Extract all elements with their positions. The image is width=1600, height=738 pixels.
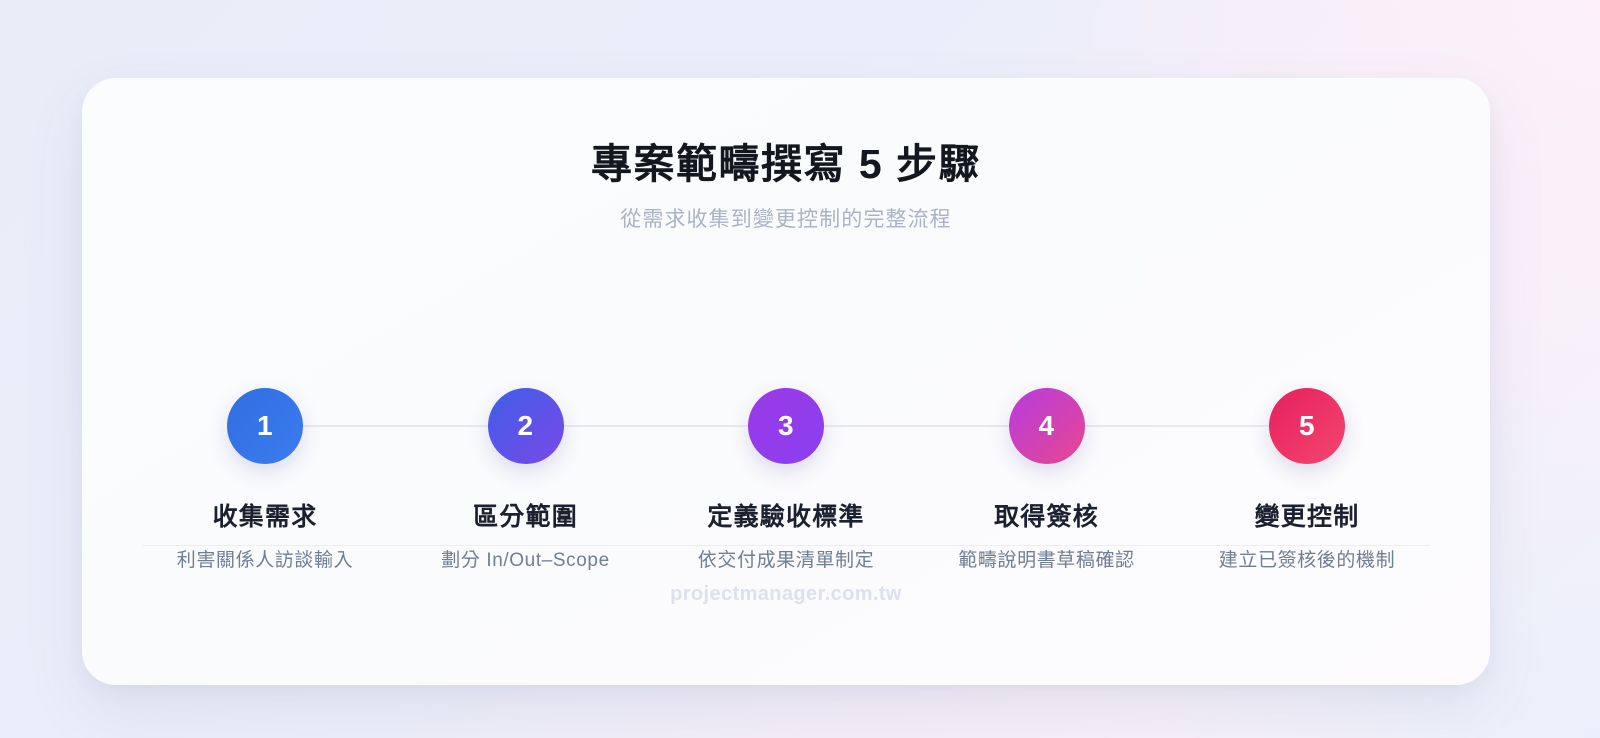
step-number-badge-2: 2 — [487, 388, 564, 464]
step-item-5[interactable]: 5 變更控制 建立已簽核後的機制 — [1184, 388, 1430, 573]
step-description-5: 建立已簽核後的機制 — [1218, 550, 1396, 571]
card-header: 專案範疇撰寫 5 步驟 從需求收集到變更控制的完整流程 — [82, 140, 1490, 233]
infographic-card: 專案範疇撰寫 5 步驟 從需求收集到變更控制的完整流程 1 收集需求 利害關係人… — [82, 78, 1490, 685]
step-title-2: 區分範圍 — [473, 503, 578, 531]
page-subtitle: 從需求收集到變更控制的完整流程 — [620, 208, 952, 232]
step-item-4[interactable]: 4 取得簽核 範疇說明書草稿確認 — [924, 388, 1170, 573]
step-item-2[interactable]: 2 區分範圍 劃分 In/Out–Scope — [403, 388, 649, 573]
step-description-1: 利害關係人訪談輸入 — [176, 550, 354, 571]
step-number-badge-3: 3 — [748, 388, 824, 464]
step-title-5: 變更控制 — [1254, 503, 1360, 531]
step-timeline: 1 收集需求 利害關係人訪談輸入 2 區分範圍 劃分 In/Out–Scope … — [142, 388, 1430, 573]
step-description-2: 劃分 In/Out–Scope — [441, 550, 610, 571]
card-footer: projectmanager.com.tw — [82, 583, 1490, 606]
step-title-4: 取得簽核 — [994, 503, 1099, 531]
step-description-4: 範疇說明書草稿確認 — [958, 550, 1135, 571]
footer-divider — [142, 545, 1430, 546]
step-title-3: 定義驗收標準 — [707, 503, 865, 531]
step-number-badge-4: 4 — [1008, 388, 1085, 464]
step-item-1[interactable]: 1 收集需求 利害關係人訪談輸入 — [142, 388, 388, 573]
step-number-badge-1: 1 — [227, 388, 303, 464]
page-title: 專案範疇撰寫 5 步驟 — [590, 141, 982, 187]
step-title-1: 收集需求 — [212, 503, 318, 531]
step-description-3: 依交付成果清單制定 — [697, 550, 875, 571]
step-item-3[interactable]: 3 定義驗收標準 依交付成果清單制定 — [663, 388, 909, 573]
footer-site-label: projectmanager.com.tw — [670, 583, 902, 605]
step-number-badge-5: 5 — [1269, 388, 1345, 464]
